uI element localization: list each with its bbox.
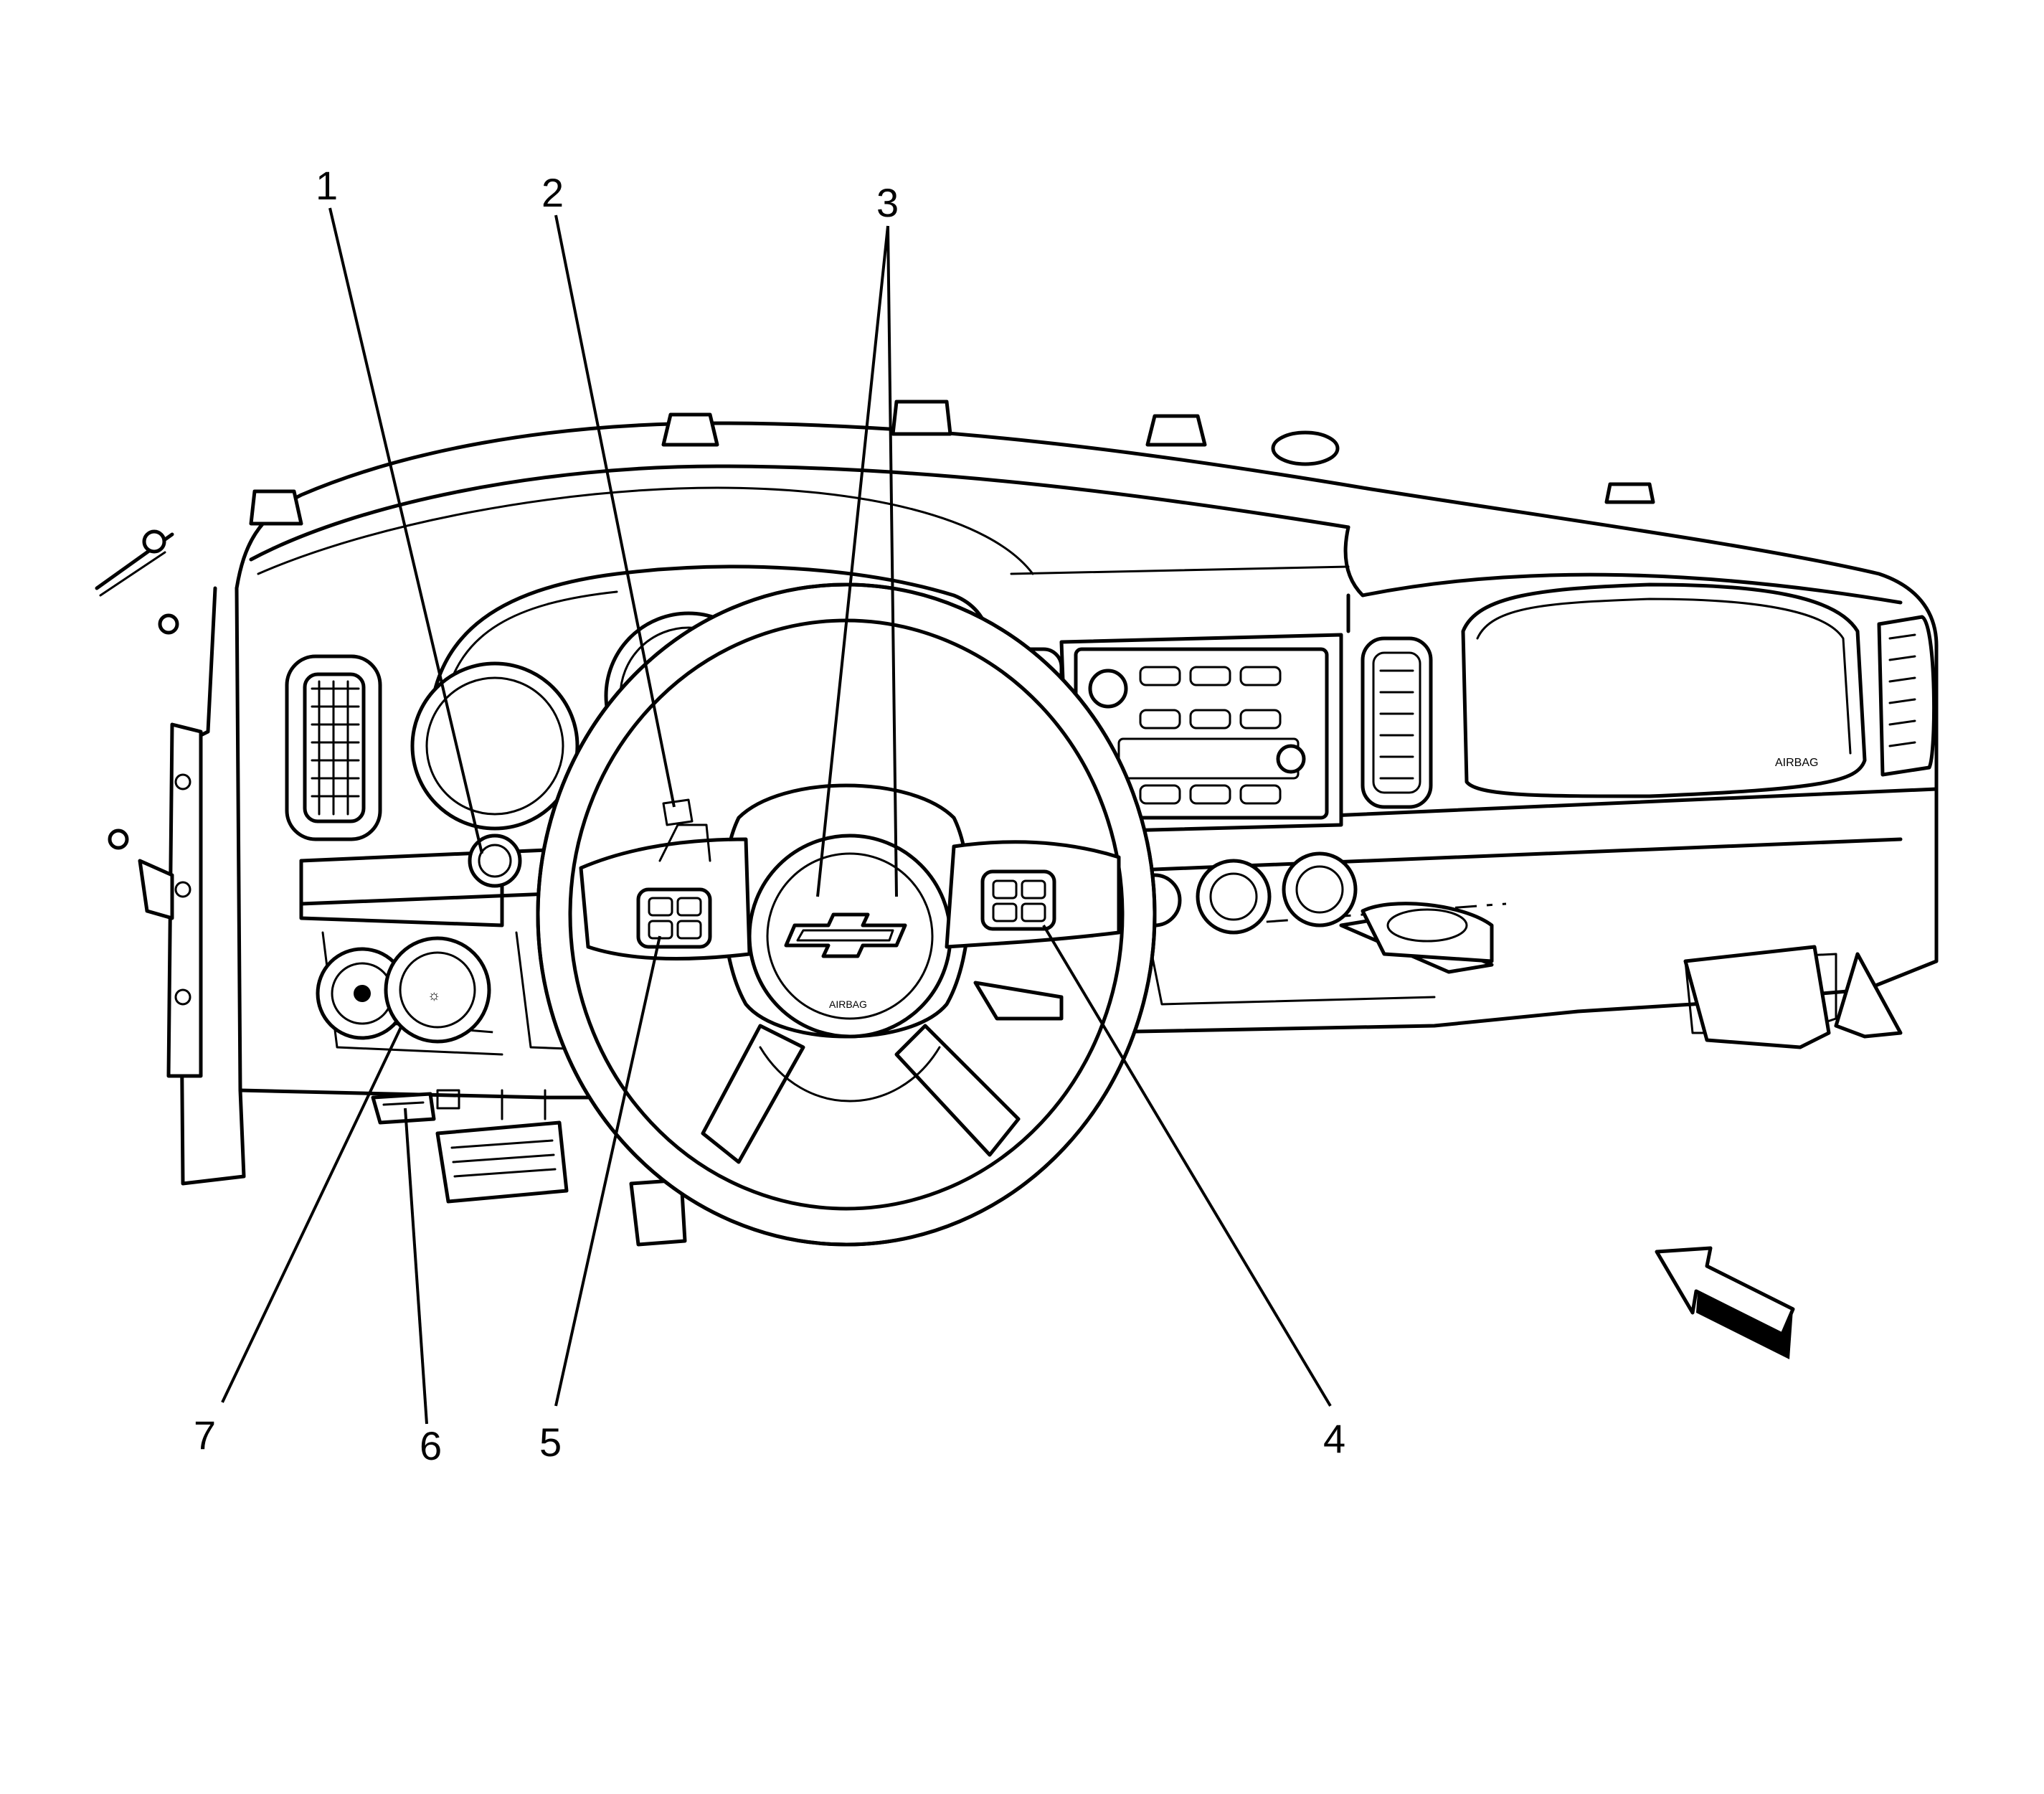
- callout-1: 1: [316, 163, 338, 208]
- wheel-airbag-label: AIRBAG: [829, 998, 867, 1010]
- headlamp-symbol-icon: ☼: [427, 988, 440, 1004]
- headlamp-switch-knob: [468, 834, 522, 888]
- data-link-connector: [371, 1089, 460, 1125]
- defrost-clips: [249, 400, 1655, 526]
- steering-wheel-controls-left: [636, 887, 712, 949]
- callout-3: 3: [876, 180, 899, 225]
- passenger-airbag-label: AIRBAG: [1775, 757, 1818, 769]
- right-outboard-vent: [1877, 615, 1936, 777]
- leader-lines: [221, 207, 1332, 1425]
- callout-7: 7: [194, 1412, 216, 1458]
- left-air-vent: [285, 654, 382, 841]
- headlamp-switch-assembly: ☼: [316, 936, 491, 1044]
- steering-wheel-controls-right: [980, 869, 1056, 931]
- callout-2: 2: [541, 170, 564, 215]
- hvac-control-knobs: [1127, 851, 1358, 935]
- callout-4: 4: [1323, 1416, 1345, 1461]
- left-side-bracket: [95, 529, 203, 1078]
- callout-6: 6: [420, 1423, 442, 1468]
- callout-5: 5: [539, 1420, 562, 1465]
- passenger-airbag-door: AIRBAG: [1461, 582, 1867, 798]
- pedals: [435, 1089, 687, 1247]
- instrument-panel-upper-pad: [235, 421, 1939, 777]
- callout-labels: 1 2 3 4 5 6 7: [194, 163, 1345, 1468]
- bowtie-emblem-icon: [784, 912, 907, 958]
- center-right-vent: [1361, 636, 1433, 809]
- view-direction-arrow-icon: [1655, 1246, 1795, 1359]
- steering-wheel: AIRBAG: [536, 582, 1157, 1247]
- cup-holder: [1339, 902, 1494, 974]
- ambient-light-sensor: [662, 798, 694, 826]
